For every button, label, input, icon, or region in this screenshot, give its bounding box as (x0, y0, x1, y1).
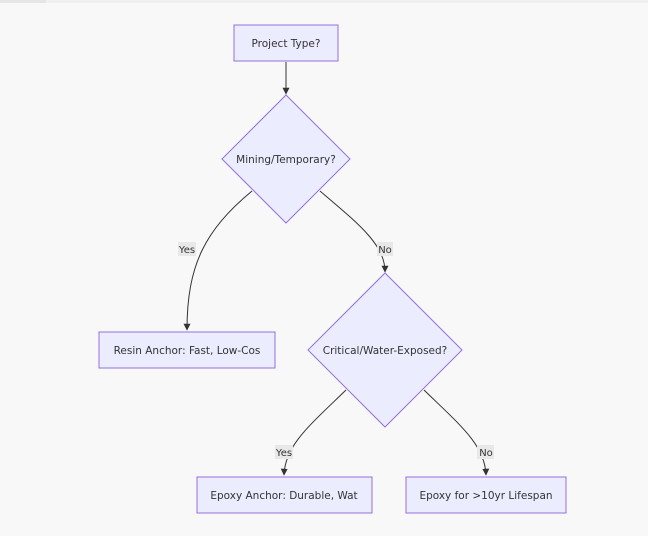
edge-critical-yes (280, 389, 347, 476)
edge-label-text: No (378, 245, 392, 256)
node-resin-anchor[interactable]: Resin Anchor: Fast, Low-Cos (98, 331, 276, 369)
edge-critical-no (423, 389, 490, 476)
edge-mining-no (319, 190, 389, 273)
node-label: Resin Anchor: Fast, Low-Cos (114, 345, 261, 357)
node-label: Epoxy Anchor: Durable, Wat (210, 490, 357, 502)
edge-label-critical-no: No (477, 445, 494, 459)
node-epoxy-lifespan[interactable]: Epoxy for >10yr Lifespan (405, 476, 567, 514)
edge-label-text: No (479, 448, 493, 459)
node-label: Epoxy for >10yr Lifespan (419, 490, 552, 502)
node-epoxy-anchor[interactable]: Epoxy Anchor: Durable, Wat (196, 476, 373, 514)
edge-mining-yes (183, 190, 253, 331)
node-label: Project Type? (252, 38, 321, 50)
edge-label-mining-no: No (377, 242, 393, 256)
node-label: Mining/Temporary? (236, 154, 336, 166)
top-strip-tab (0, 0, 46, 3)
edge-label-critical-yes: Yes (275, 445, 293, 459)
node-project-type[interactable]: Project Type? (233, 24, 339, 62)
node-label: Critical/Water-Exposed? (323, 345, 448, 357)
edge-label-text: Yes (275, 448, 292, 459)
node-mining-temporary[interactable]: Mining/Temporary? (221, 94, 351, 224)
edges (183, 62, 490, 476)
node-critical-water[interactable]: Critical/Water-Exposed? (307, 272, 463, 428)
edge-label-mining-yes: Yes (178, 242, 196, 256)
edge-label-text: Yes (178, 245, 195, 256)
top-strip (0, 0, 648, 3)
